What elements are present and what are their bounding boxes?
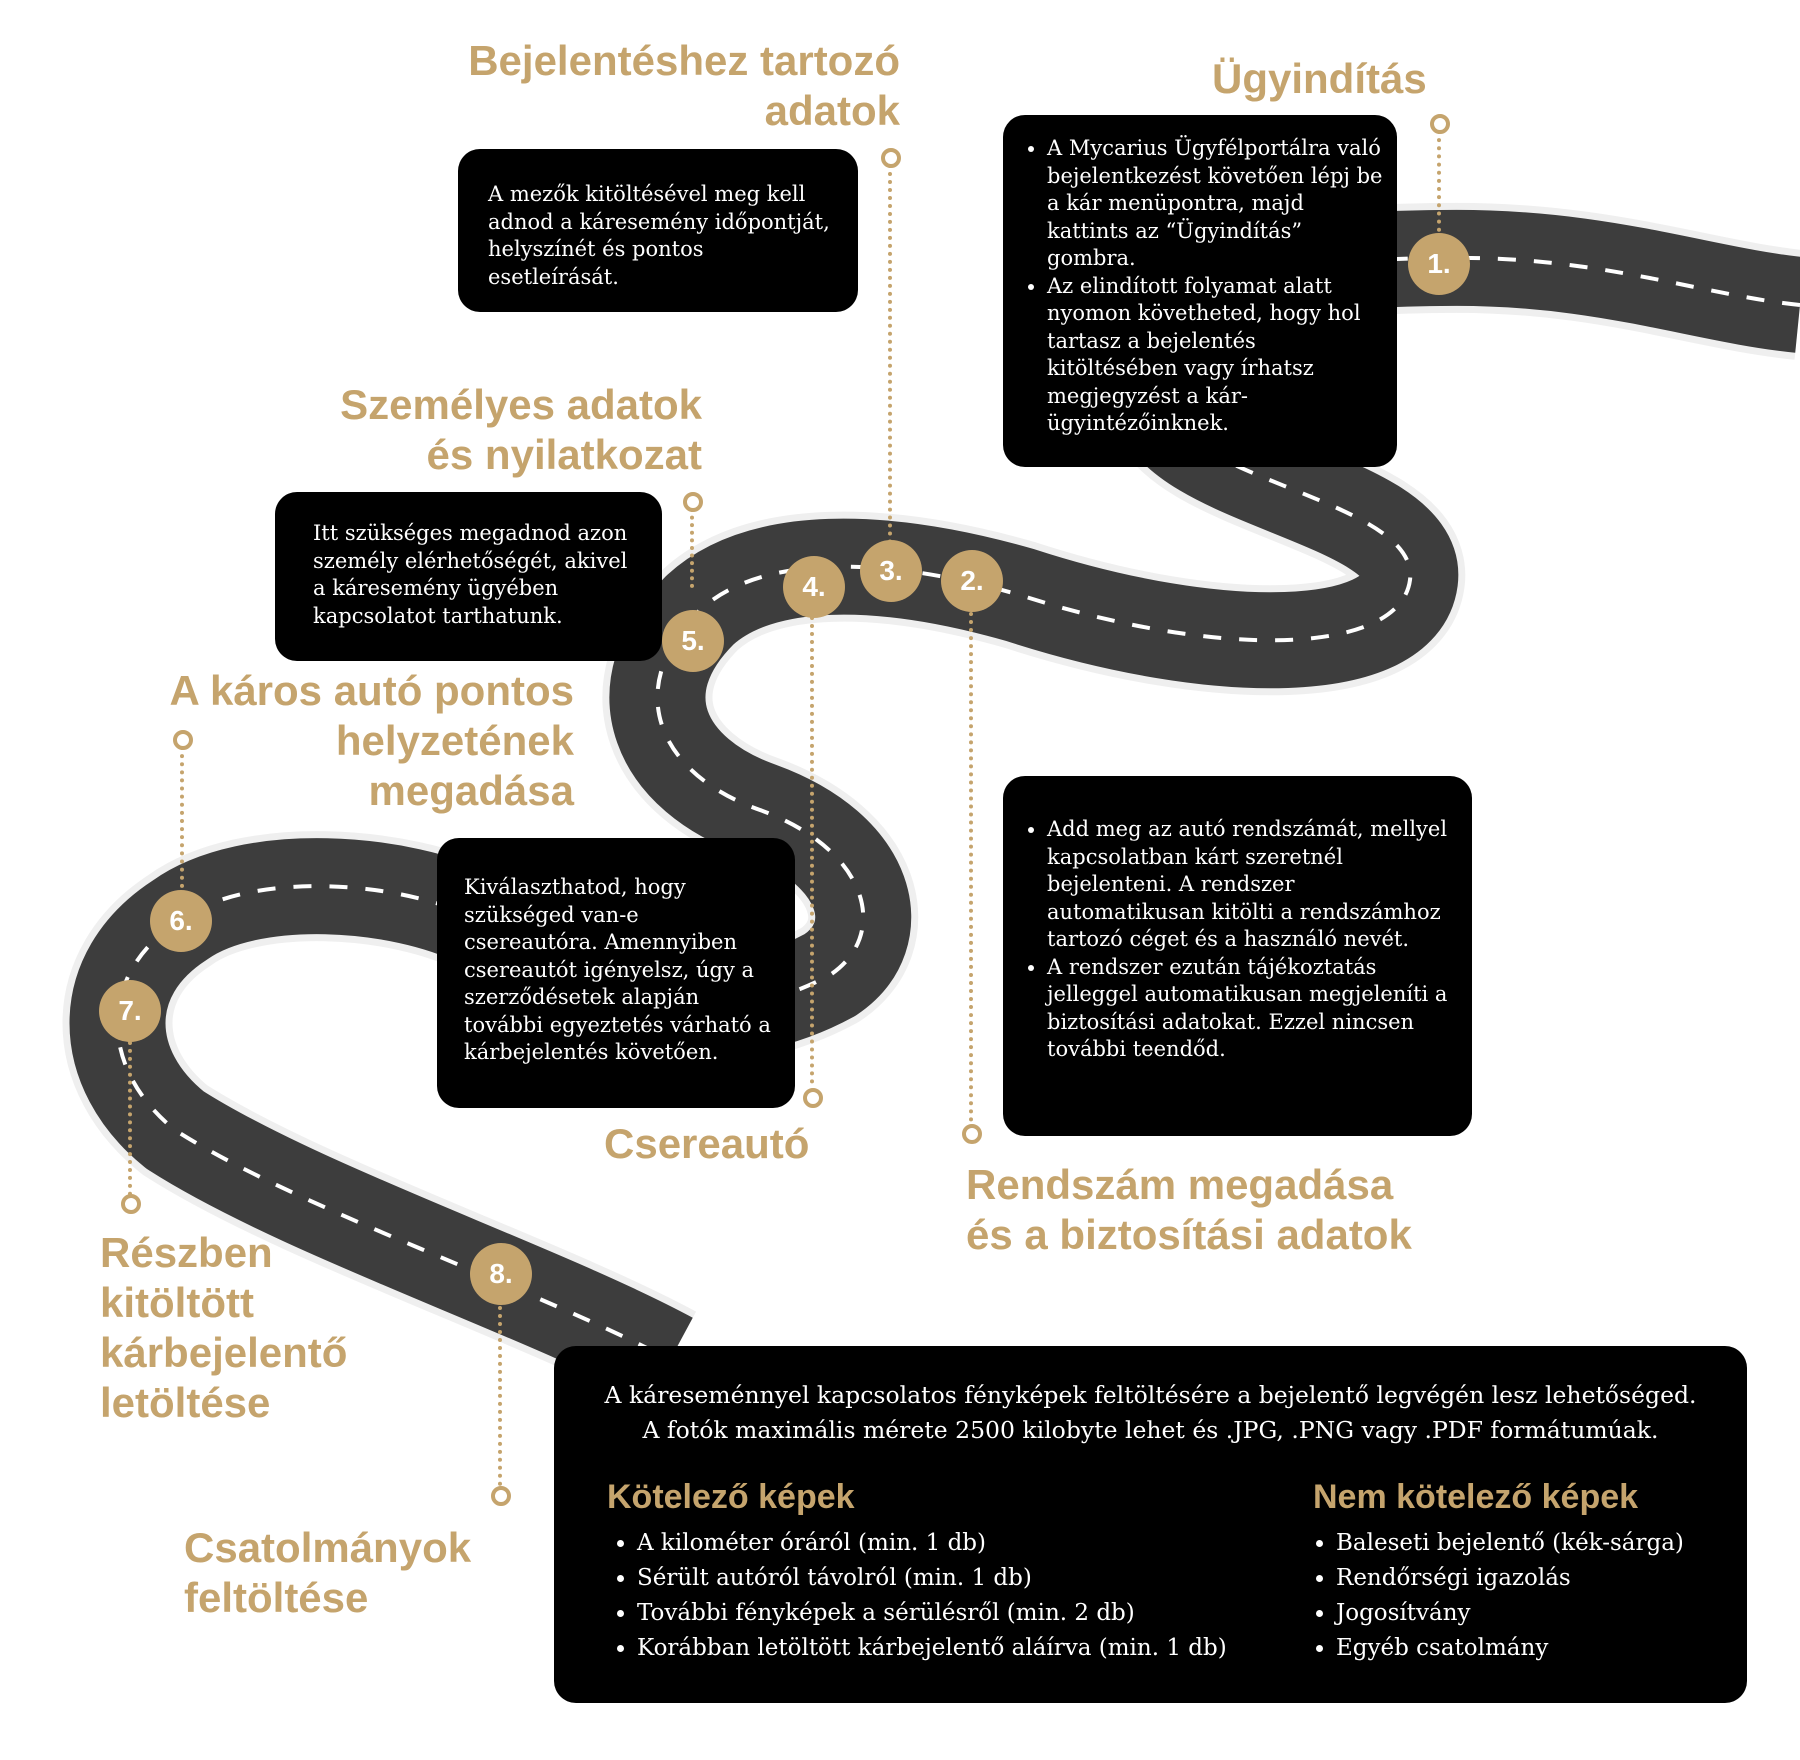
step-1-badge: 1. [1408,233,1470,295]
step-3-description: A mezők kitöltésével meg kell adnod a ká… [458,149,858,312]
optional-image-item: Baleseti bejelentő (kék-sárga) [1336,1526,1684,1561]
attachments-intro-line: A fotók maximális mérete 2500 kilobyte l… [642,1416,1659,1444]
required-image-item: Korábban letöltött kárbejelentő aláírva … [637,1631,1227,1666]
step-7-pin [121,1194,141,1214]
step-5-badge: 5. [662,610,724,672]
step-4-title: Csereautó [604,1120,810,1167]
step-3-pin [881,148,901,168]
step-8-connector [498,1306,502,1486]
step-2-connector [969,612,973,1130]
step-2-bullet: A rendszer ezután tájékoztatás jelleggel… [1047,954,1458,1064]
step-3-connector [888,164,892,544]
step-1-bullet: Az elindított folyamat alatt nyomon köve… [1047,273,1383,438]
required-image-item: Sérült autóról távolról (min. 1 db) [637,1561,1227,1596]
attachments-box: A káreseménnyel kapcsolatos fényképek fe… [554,1346,1747,1703]
step-6-pin [173,730,193,750]
step-3-badge: 3. [860,540,922,602]
attachments-intro: A káreseménnyel kapcsolatos fényképek fe… [554,1378,1747,1448]
attachments-intro-line: A káreseménnyel kapcsolatos fényképek fe… [604,1381,1697,1409]
step-8-title: Csatolmányok feltöltése [184,1524,472,1621]
step-4-connector [810,616,814,1084]
step-4-description: Kiválaszthatod, hogy szükséged van-e cse… [437,838,795,1108]
optional-images-title: Nem kötelező képek [1313,1478,1639,1516]
step-5-text: Itt szükséges megadnod azon személy elér… [313,521,628,628]
step-8-pin [491,1486,511,1506]
required-images-title: Kötelező képek [607,1478,855,1516]
step-2-title: Rendszám megadása és a biztosítási adato… [966,1161,1412,1258]
step-2-bullet: Add meg az autó rendszámát, mellyel kapc… [1047,816,1458,954]
step-6-badge: 6. [150,890,212,952]
step-4-pin [803,1088,823,1108]
step-1-bullet: A Mycarius Ügyfélportálra való bejelentk… [1047,135,1383,273]
step-5-connector [690,508,694,588]
optional-image-item: Rendőrségi igazolás [1336,1561,1684,1596]
step-2-pin [962,1124,982,1144]
step-2-badge: 2. [941,550,1003,612]
step-6-title: A káros autó pontos helyzetének megadása [169,667,574,814]
optional-images-list: Baleseti bejelentő (kék-sárga) Rendőrség… [1306,1526,1684,1666]
step-8-badge: 8. [470,1243,532,1305]
step-7-badge: 7. [99,980,161,1042]
step-3-text: A mezők kitöltésével meg kell adnod a ká… [488,182,830,289]
step-5-description: Itt szükséges megadnod azon személy elér… [275,492,662,661]
step-7-title: Részben kitöltött kárbejelentő letöltése [100,1229,348,1426]
step-1-description: A Mycarius Ügyfélportálra való bejelentk… [1003,115,1397,467]
optional-image-item: Jogosítvány [1336,1596,1684,1631]
step-2-description: Add meg az autó rendszámát, mellyel kapc… [1003,776,1472,1136]
required-image-item: A kilométer óráról (min. 1 db) [637,1526,1227,1561]
step-1-connector [1437,130,1441,240]
step-5-pin [683,492,703,512]
step-1-pin [1430,114,1450,134]
step-3-title: Bejelentéshez tartozó adatok [468,37,900,134]
optional-image-item: Egyéb csatolmány [1336,1631,1684,1666]
step-7-connector [128,1041,132,1196]
step-5-title: Személyes adatok és nyilatkozat [340,381,702,478]
step-1-title: Ügyindítás [1212,55,1427,102]
step-6-connector [180,746,184,888]
required-images-list: A kilométer óráról (min. 1 db) Sérült au… [607,1526,1227,1666]
step-4-badge: 4. [783,556,845,618]
required-image-item: További fényképek a sérülésről (min. 2 d… [637,1596,1227,1631]
step-4-text: Kiválaszthatod, hogy szükséged van-e cse… [464,875,771,1064]
